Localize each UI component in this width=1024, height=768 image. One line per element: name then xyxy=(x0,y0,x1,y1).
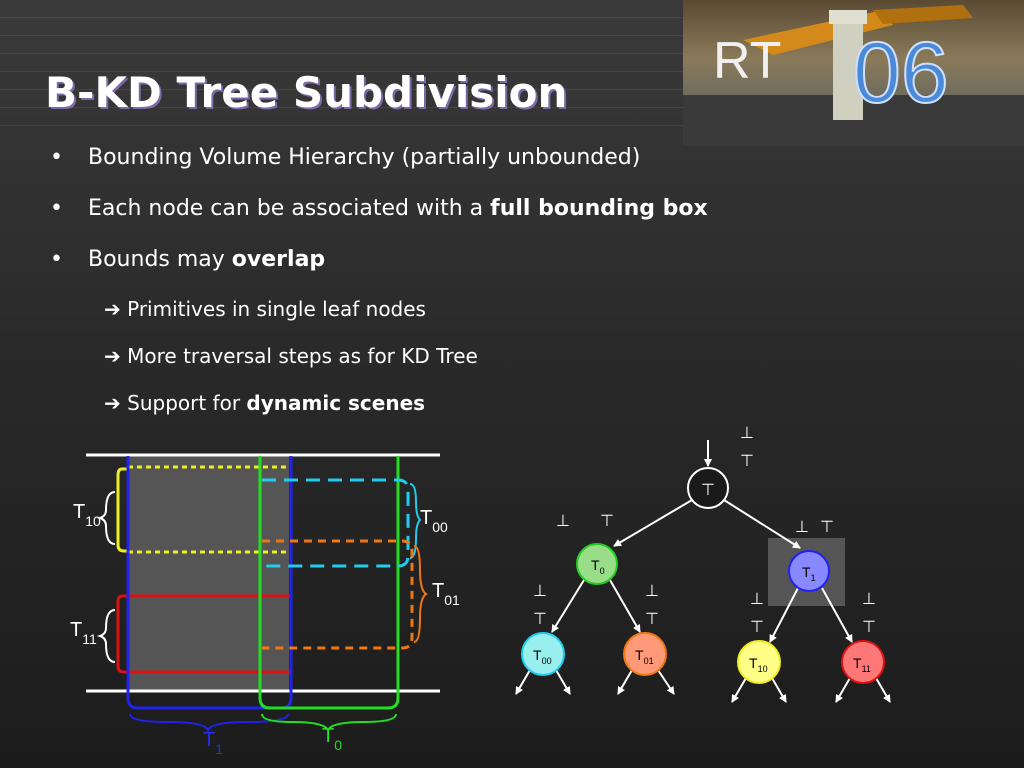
page-title: B-KD Tree Subdivision xyxy=(45,68,568,117)
bullet-dot-icon: • xyxy=(50,145,63,170)
sub-bullet-text: Support for dynamic scenes xyxy=(127,391,426,415)
bullet-text: Bounding Volume Hierarchy (partially unb… xyxy=(88,145,641,170)
t10-bound-lower: ⊥ xyxy=(750,591,764,608)
bullet-text: Each node can be associated with a full … xyxy=(88,196,708,221)
sub-bullet-item: ➔ Support for dynamic scenes xyxy=(104,391,425,415)
edge-root-t1 xyxy=(723,499,801,549)
tree-node-t00: T00 xyxy=(521,632,565,676)
t00-bound-upper: ⊤ xyxy=(533,611,547,628)
t10-label: T10 xyxy=(73,501,101,529)
t1-bound-upper: ⊤ xyxy=(820,519,834,536)
t10-bracket xyxy=(116,467,128,553)
t0-bound-upper: ⊤ xyxy=(600,513,614,530)
t01-label: T01 xyxy=(432,580,460,608)
t10-left-arrow xyxy=(731,677,747,703)
t00-box xyxy=(262,478,410,568)
t1-bound-lower: ⊥ xyxy=(795,519,809,536)
t01-bound-upper: ⊤ xyxy=(645,611,659,628)
edge-t0-t00 xyxy=(551,579,585,633)
t00-left-arrow xyxy=(515,669,531,695)
rt06-logo: RT 06 xyxy=(683,0,1024,146)
svg-text:⊤: ⊤ xyxy=(701,482,715,499)
t11-box xyxy=(116,594,291,674)
title-stripes xyxy=(0,0,690,130)
svg-text:T0: T0 xyxy=(591,557,605,576)
t11-left-arrow xyxy=(835,677,851,703)
t1-label: T1 xyxy=(203,729,223,757)
t10-bound-upper: ⊤ xyxy=(750,619,764,636)
tree-node-t01: T01 xyxy=(623,632,667,676)
t00-right-arrow xyxy=(555,669,571,695)
logo-rt-text: RT xyxy=(713,32,781,90)
t10-right-arrow xyxy=(771,677,787,703)
sub-bullet-text: Primitives in single leaf nodes xyxy=(127,297,426,321)
t01-right-arrow xyxy=(657,669,675,695)
tree-node-t1: T1 xyxy=(788,550,830,592)
tree-node-root: ⊤ xyxy=(687,467,729,509)
t1-brace-icon xyxy=(129,713,289,733)
edge-t0-t01 xyxy=(609,579,641,633)
edge-root-t0 xyxy=(613,499,693,547)
sub-bullet-text: More traversal steps as for KD Tree xyxy=(127,344,478,368)
t11-brace-icon xyxy=(96,609,116,663)
t1-shaded-region xyxy=(128,456,289,690)
svg-text:T11: T11 xyxy=(853,655,871,674)
root-bound-lower: ⊥ xyxy=(740,425,754,442)
sub-bullet-item: ➔ More traversal steps as for KD Tree xyxy=(104,344,478,368)
root-bound-upper: ⊤ xyxy=(740,453,754,470)
t01-brace-icon xyxy=(413,545,428,643)
t00-brace-icon xyxy=(409,483,422,559)
edge-t1-t10 xyxy=(769,587,799,643)
t00-label: T00 xyxy=(420,507,448,535)
edge-t1-t11 xyxy=(821,587,853,643)
logo-year-text: 06 xyxy=(853,25,949,121)
arrow-right-icon: ➔ xyxy=(104,297,121,321)
t01-bound-lower: ⊥ xyxy=(645,583,659,600)
t11-bound-upper: ⊤ xyxy=(862,619,876,636)
bullet-dot-icon: • xyxy=(50,196,63,221)
svg-text:T1: T1 xyxy=(802,564,816,583)
t11-bound-lower: ⊥ xyxy=(862,591,876,608)
t0-box xyxy=(258,456,400,710)
t01-left-arrow xyxy=(617,669,633,695)
bkd-tree: ⊥ ⊤ ⊥ ⊤ ⊥ ⊤ ⊥ ⊤ ⊥ ⊤ ⊥ ⊤ ⊥ ⊤ ⊤ xyxy=(515,425,891,703)
t0-brace-icon xyxy=(261,713,397,733)
arrow-right-icon: ➔ xyxy=(104,391,121,415)
t0-label: T0 xyxy=(322,725,342,753)
sub-bullet-item: ➔ Primitives in single leaf nodes xyxy=(104,297,426,321)
tree-node-t10: T10 xyxy=(737,640,781,684)
t10-brace-icon xyxy=(96,491,116,545)
tree-node-t11: T11 xyxy=(841,640,885,684)
t00-bound-lower: ⊥ xyxy=(533,583,547,600)
svg-text:T01: T01 xyxy=(635,647,654,666)
t1-box xyxy=(126,456,293,710)
svg-text:T10: T10 xyxy=(749,655,768,674)
t11-label: T11 xyxy=(70,619,97,647)
t11-right-arrow xyxy=(875,677,891,703)
bounding-volume-illustration: T10 T11 T1 T0 T00 T01 xyxy=(70,453,460,757)
bullet-text: Bounds may overlap xyxy=(88,247,326,272)
t01-box xyxy=(262,539,414,650)
arrow-right-icon: ➔ xyxy=(104,344,121,368)
tree-node-t0: T0 xyxy=(576,543,618,585)
bullet-dot-icon: • xyxy=(50,247,63,272)
t0-bound-lower: ⊥ xyxy=(556,513,570,530)
svg-text:T00: T00 xyxy=(533,647,552,666)
